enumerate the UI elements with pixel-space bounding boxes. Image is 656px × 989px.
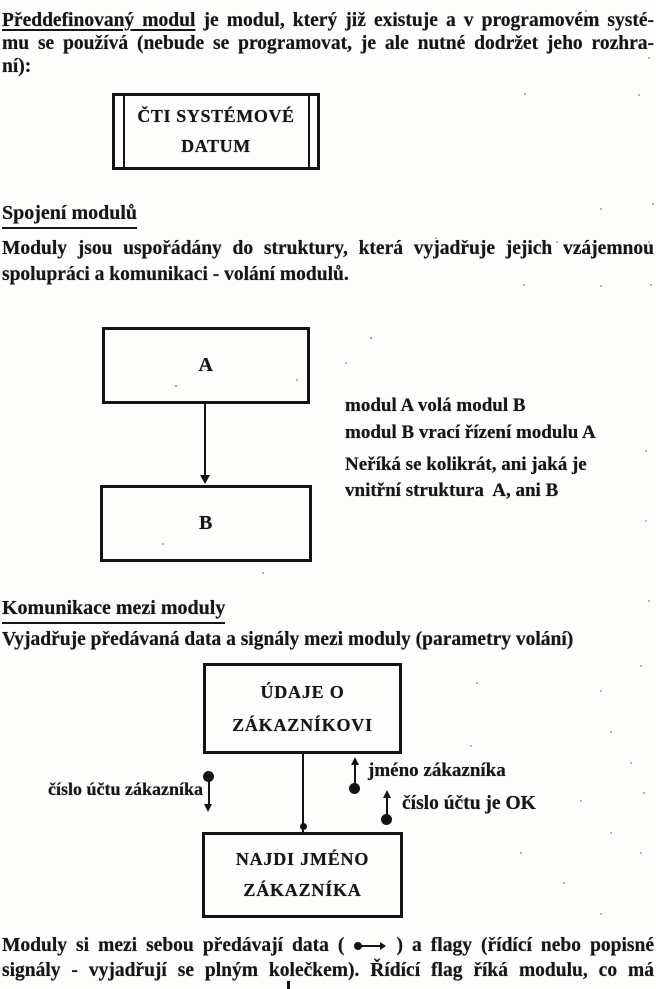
spojeni-line-1: Moduly jsou uspořádány do struktury, kte… bbox=[2, 238, 654, 259]
call-notes: modul A volá modul B modul B vrací řízen… bbox=[345, 395, 596, 502]
module-a-label: A bbox=[198, 354, 214, 376]
udaje-o-zakaznikovi-box: ÚDAJE O ZÁKAZNÍKOVI bbox=[203, 663, 402, 754]
call-note-line-1: modul A volá modul B bbox=[345, 395, 526, 416]
connector-end-dot bbox=[300, 823, 307, 830]
top-box-line-2: ZÁKAZNÍKOVI bbox=[232, 714, 373, 735]
najdi-jmeno-zakaznika-box: NAJDI JMÉNO ZÁKAZNÍKA bbox=[202, 832, 403, 918]
intro-line-2: mu se používá (nebude se programovat, je… bbox=[2, 33, 654, 54]
bottom-box-line-1: NAJDI JMÉNO bbox=[235, 849, 370, 869]
module-b-label: B bbox=[199, 512, 213, 534]
data-arrow-right-line bbox=[354, 764, 356, 786]
predefined-module-title-line-1: ČTI SYSTÉMOVÉ bbox=[137, 106, 295, 126]
flag-arrow-head bbox=[383, 790, 391, 798]
connector-line bbox=[302, 754, 304, 832]
spojeni-paragraph: Moduly jsou uspořádány do struktury, kte… bbox=[2, 236, 654, 288]
section-heading-komunikace: Komunikace mezi moduly bbox=[2, 597, 226, 624]
footer-line-1-before: Moduly si mezi sebou předávají data ( bbox=[2, 935, 345, 956]
flag-arrow-line bbox=[386, 797, 388, 817]
module-b-box: B bbox=[100, 485, 312, 562]
scan-noise-dots bbox=[0, 0, 2, 2]
predefined-module-title-line-2: DATUM bbox=[181, 136, 251, 156]
predefined-module-box: ČTI SYSTÉMOVÉ DATUM bbox=[112, 93, 320, 170]
call-arrow-head bbox=[200, 475, 210, 484]
data-arrow-right-circle bbox=[349, 783, 360, 794]
flag-arrow-circle bbox=[381, 814, 392, 825]
label-cislo-uctu-je-ok: číslo účtu je OK bbox=[402, 793, 536, 814]
bottom-box-line-2: ZÁKAZNÍKA bbox=[243, 880, 362, 900]
intro-paragraph: Předdefinovaný modul je modul, který již… bbox=[2, 9, 654, 78]
footer-line-2: signály - vyjadřují se plným kolečkem). … bbox=[2, 960, 654, 981]
intro-line-1-rest: je modul, který již existuje a v program… bbox=[203, 10, 655, 31]
cutoff-artifact bbox=[287, 981, 290, 989]
call-note-line-3: Neříká se kolikrát, ani jaká je bbox=[345, 454, 587, 475]
section-heading-spojeni-modulu: Spojení modulů bbox=[2, 202, 138, 229]
intro-line-3: ní): bbox=[2, 56, 32, 77]
intro-term-underlined: Předdefinovaný modul bbox=[2, 10, 196, 31]
predefined-module-left-bar bbox=[123, 96, 125, 167]
intro-line-1: Předdefinovaný modul je modul, který již… bbox=[2, 9, 654, 32]
data-arrow-left-circle bbox=[203, 771, 214, 782]
data-arrow-left-head bbox=[204, 804, 212, 812]
data-arrow-left-line bbox=[208, 780, 210, 806]
footer-line-1-after: ) a flagy (řídící nebo popisné bbox=[396, 935, 655, 956]
data-arrow-right-head bbox=[351, 757, 359, 765]
footer-paragraph: Moduly si mezi sebou předávají data ( ) … bbox=[2, 933, 654, 983]
call-arrow-line bbox=[204, 404, 206, 476]
top-box-line-1: ÚDAJE O bbox=[260, 681, 345, 702]
spojeni-line-2: spolupráci a komunikaci - volání modulů. bbox=[2, 264, 349, 285]
data-arrow-inline-symbol bbox=[354, 942, 387, 950]
module-a-box: A bbox=[102, 327, 310, 404]
komunikace-body: Vyjadřuje předávaná data a signály mezi … bbox=[2, 629, 574, 650]
predefined-module-right-bar bbox=[308, 96, 310, 167]
label-cislo-uctu-zakaznika: číslo účtu zákazníka bbox=[48, 779, 204, 799]
label-jmeno-zakaznika: jméno zákazníka bbox=[368, 760, 506, 781]
footer-line-1: Moduly si mezi sebou předávají data ( ) … bbox=[2, 933, 654, 958]
call-note-line-4: vnitřní struktura A, ani B bbox=[345, 480, 559, 501]
call-note-line-2: modul B vrací řízení modulu A bbox=[345, 422, 596, 443]
